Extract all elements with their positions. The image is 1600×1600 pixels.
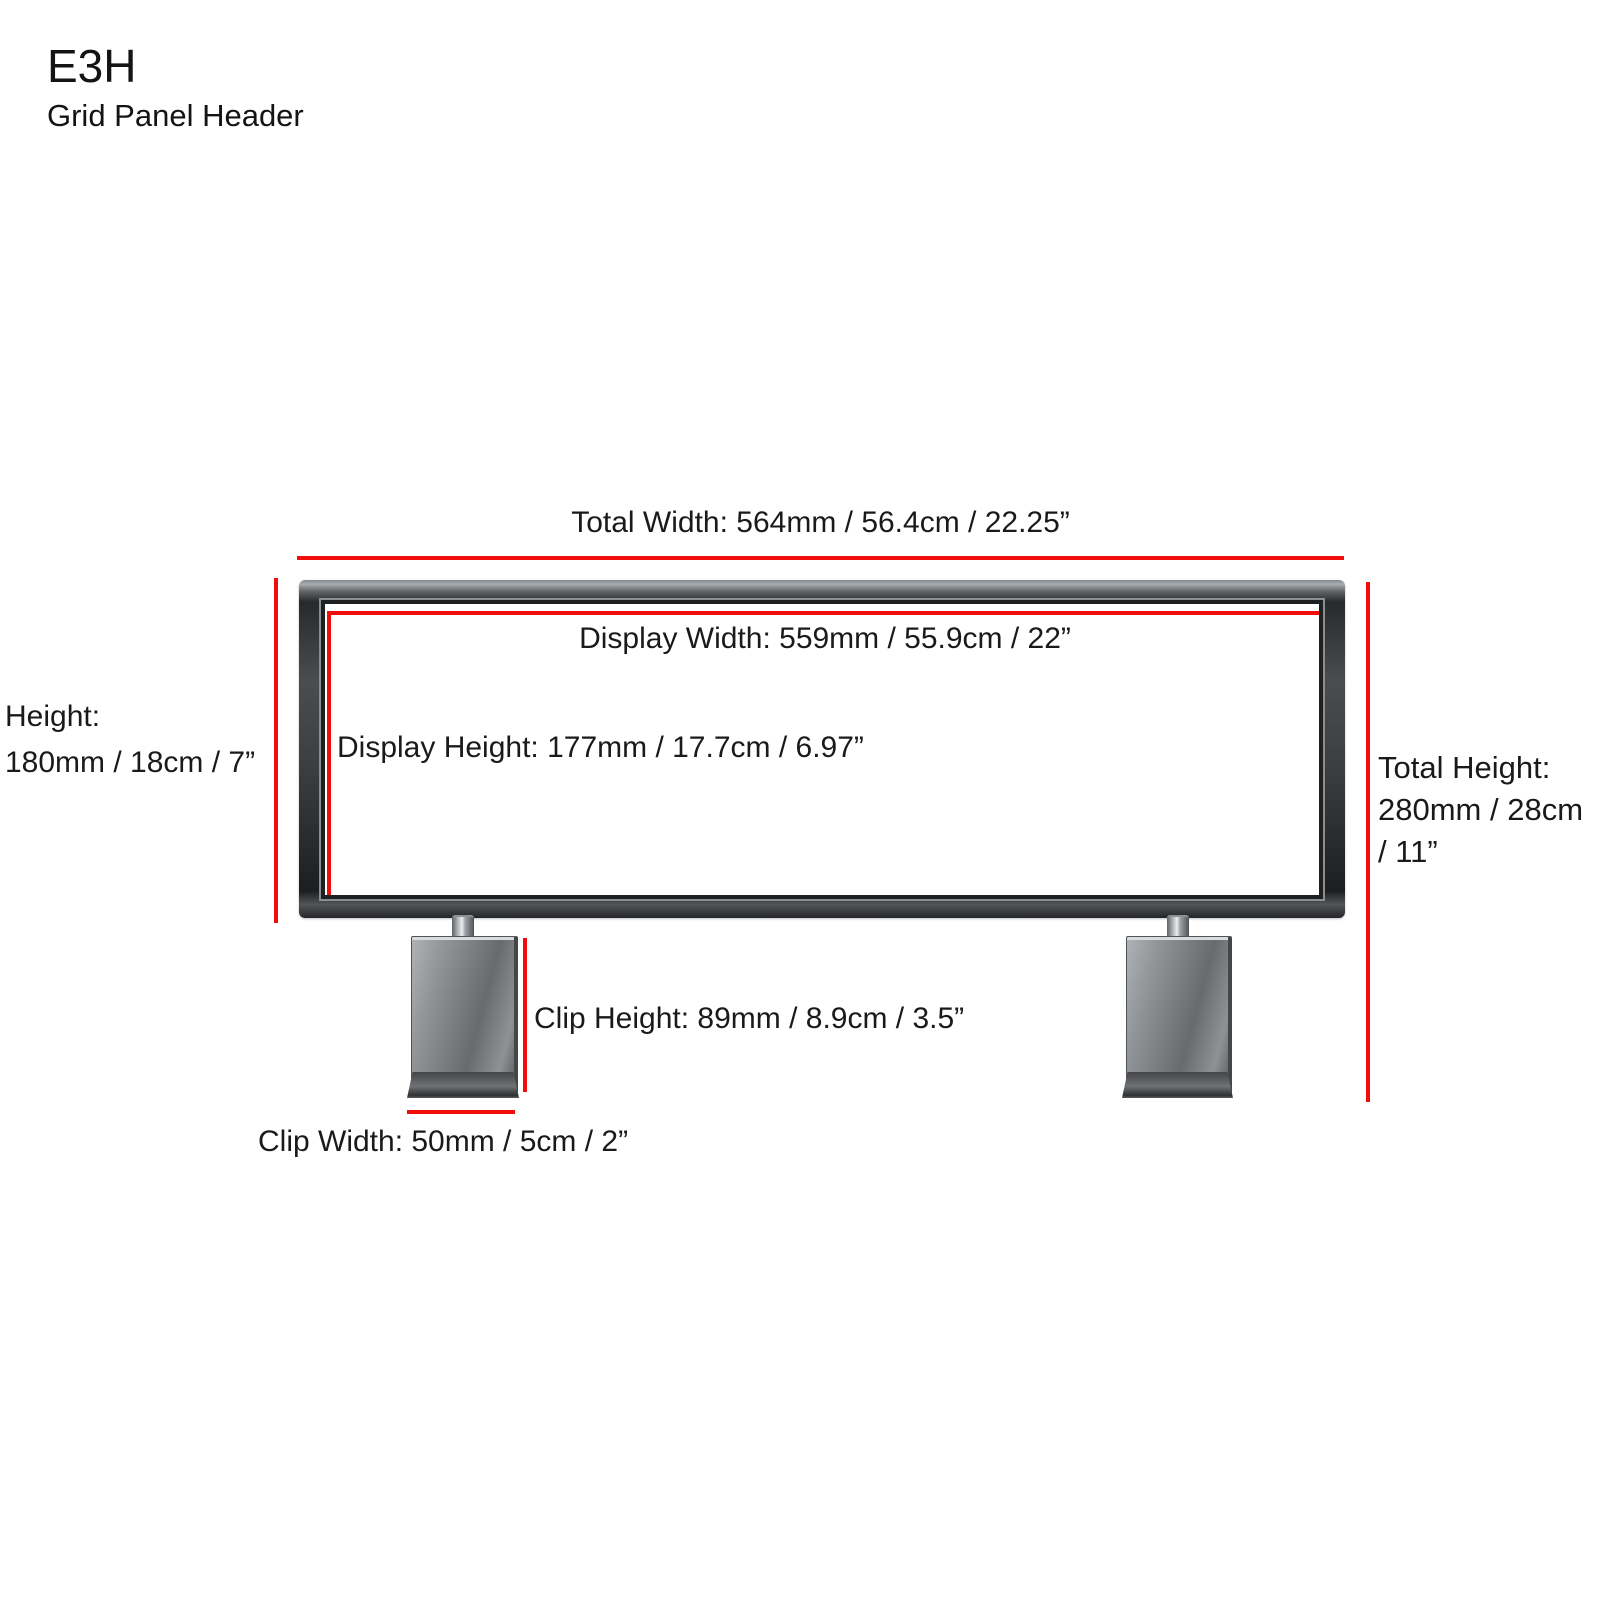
total-height-label: Total Height: 280mm / 28cm / 11” xyxy=(1378,747,1583,873)
clip-width-label: Clip Width: 50mm / 5cm / 2” xyxy=(258,1125,629,1158)
total-width-label: Total Width: 564mm / 56.4cm / 22.25” xyxy=(571,506,1070,539)
panel-display-window xyxy=(321,600,1323,899)
left-clip xyxy=(407,936,519,1098)
height-dimension-line xyxy=(274,578,278,923)
clip-width-dimension-line xyxy=(407,1110,515,1114)
height-label: Height: 180mm / 18cm / 7” xyxy=(5,694,255,786)
total-height-label-line2: 280mm / 28cm xyxy=(1378,792,1584,827)
left-clip-base xyxy=(407,1072,519,1098)
display-height-dimension-line xyxy=(327,611,331,895)
panel-frame xyxy=(299,580,1345,918)
display-width-label: Display Width: 559mm / 55.9cm / 22” xyxy=(579,622,1071,655)
right-clip xyxy=(1122,936,1233,1098)
right-clip-base xyxy=(1122,1072,1233,1098)
total-height-dimension-line xyxy=(1366,582,1370,1102)
total-height-label-line3: / 11” xyxy=(1378,834,1438,869)
height-label-line2: 180mm / 18cm / 7” xyxy=(5,746,256,779)
product-code: E3H xyxy=(47,40,137,92)
height-label-line1: Height: xyxy=(5,700,101,733)
clip-height-dimension-line xyxy=(523,938,527,1092)
clip-height-label: Clip Height: 89mm / 8.9cm / 3.5” xyxy=(534,1002,965,1035)
display-width-dimension-line xyxy=(327,611,1319,615)
display-height-label: Display Height: 177mm / 17.7cm / 6.97” xyxy=(337,731,864,764)
total-height-label-line1: Total Height: xyxy=(1378,750,1551,785)
total-width-dimension-line xyxy=(297,556,1344,560)
product-subtitle: Grid Panel Header xyxy=(47,98,304,133)
